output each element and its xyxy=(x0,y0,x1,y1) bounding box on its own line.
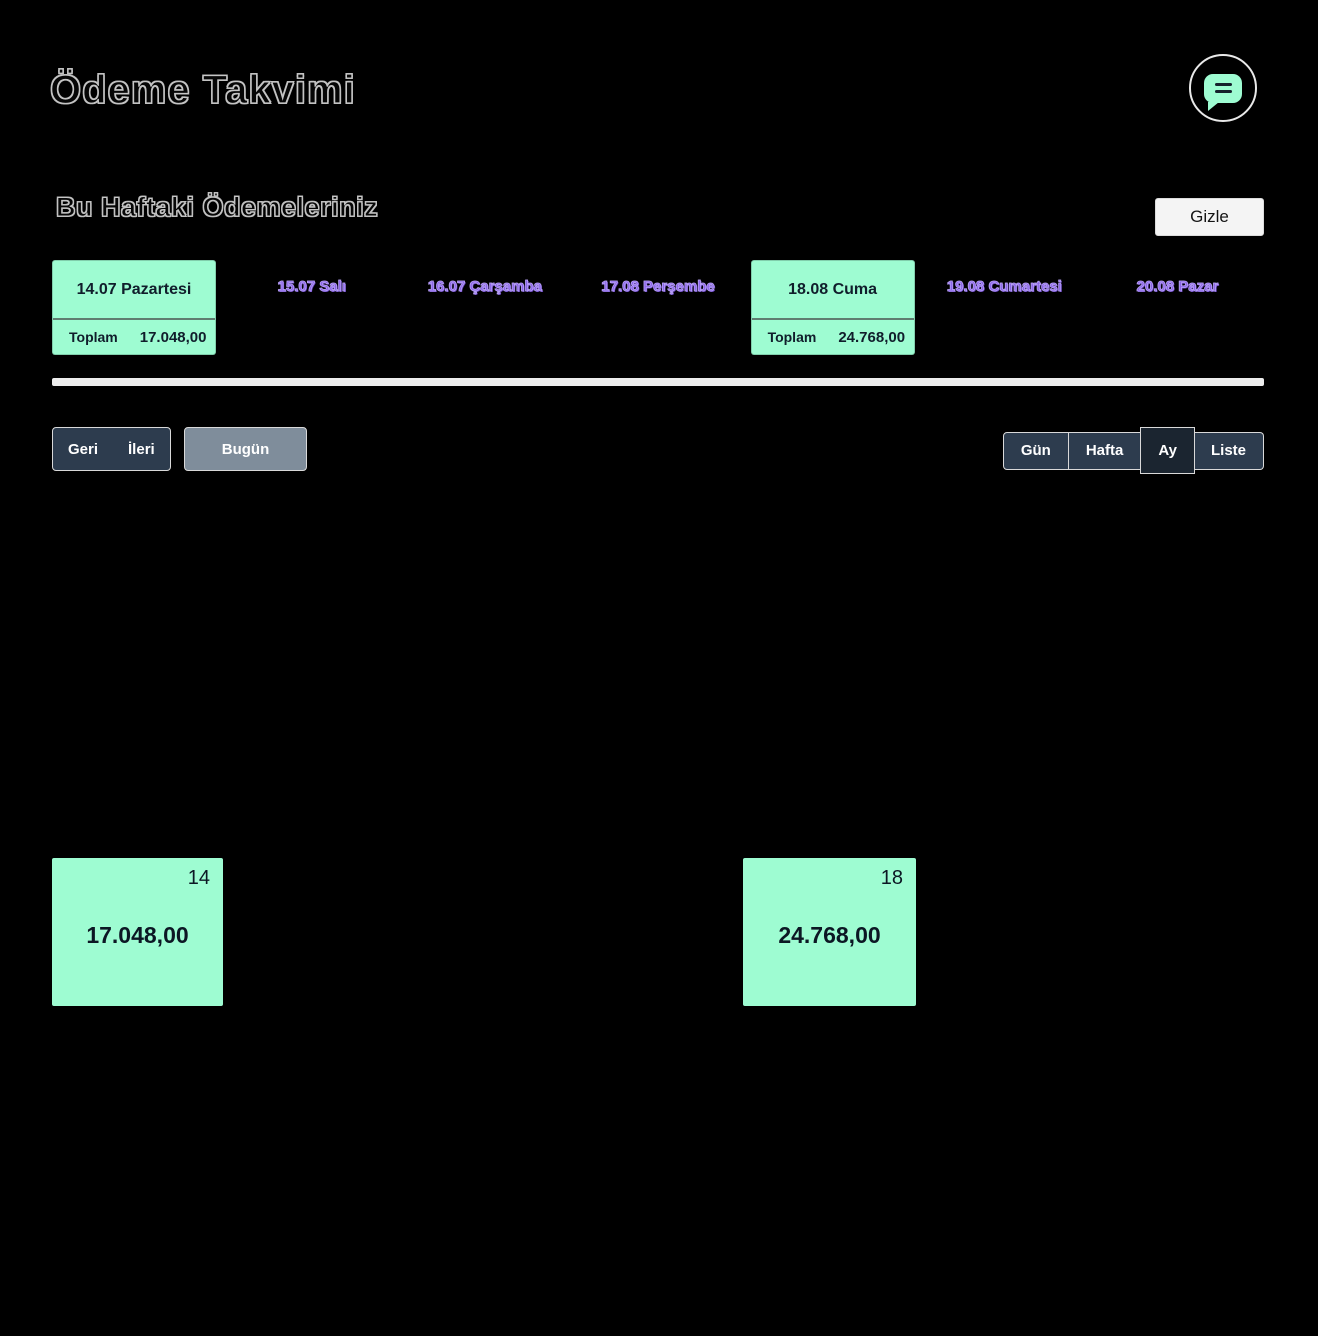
event-amount: 17.048,00 xyxy=(86,922,189,948)
weekday-label: 18.08 Cuma xyxy=(751,261,914,320)
prev-button[interactable]: Geri xyxy=(53,428,113,470)
today-button[interactable]: Bugün xyxy=(184,427,307,471)
total-label: Toplam xyxy=(69,329,118,345)
weekday-card-monday[interactable]: 14.07 Pazartesi Toplam 17.048,00 xyxy=(52,260,216,355)
weekday-label: 14.07 Pazartesi xyxy=(53,261,215,320)
calendar-event-day-18[interactable]: 18 24.768,00 xyxy=(743,858,916,1006)
calendar-grid: 14 17.048,00 18 24.768,00 xyxy=(52,480,1264,1336)
view-month-button[interactable]: Ay xyxy=(1140,427,1195,474)
view-list-button[interactable]: Liste xyxy=(1193,431,1264,470)
week-strip: 14.07 Pazartesi Toplam 17.048,00 15.07 S… xyxy=(52,260,1264,356)
view-week-button[interactable]: Hafta xyxy=(1068,431,1142,470)
total-amount: 24.768,00 xyxy=(838,328,906,346)
calendar-toolbar: Geri İleri Bugün Gün Hafta Ay Liste xyxy=(0,427,1318,474)
event-day-number: 18 xyxy=(880,867,903,889)
weekday-label-tuesday: 15.07 Salı xyxy=(277,278,346,296)
weekday-label-saturday: 19.08 Cumartesi xyxy=(946,278,1062,296)
section-divider xyxy=(52,378,1264,386)
weekday-total-row: Toplam 17.048,00 xyxy=(53,320,215,354)
hide-button[interactable]: Gizle xyxy=(1155,198,1264,236)
week-panel-title: Bu Haftaki Ödemeleriniz xyxy=(55,192,379,223)
weekday-card-friday[interactable]: 18.08 Cuma Toplam 24.768,00 xyxy=(750,260,915,355)
view-button-group: Gün Hafta Ay Liste xyxy=(1002,427,1264,474)
event-day-number: 14 xyxy=(187,867,210,889)
event-amount: 24.768,00 xyxy=(778,922,881,948)
page-title: Ödeme Takvimi xyxy=(49,67,356,112)
chat-icon-line xyxy=(1214,90,1232,93)
weekday-label-sunday: 20.08 Pazar xyxy=(1136,278,1219,296)
chat-icon-line xyxy=(1214,83,1232,86)
next-button[interactable]: İleri xyxy=(113,428,170,470)
weekday-total-row: Toplam 24.768,00 xyxy=(752,320,914,354)
weekday-label-thursday: 17.08 Perşembe xyxy=(601,278,715,296)
weekday-label-wednesday: 16.07 Çarşamba xyxy=(427,278,542,296)
total-amount: 17.048,00 xyxy=(139,328,207,346)
calendar-event-day-14[interactable]: 14 17.048,00 xyxy=(52,858,223,1006)
total-label: Toplam xyxy=(767,329,817,345)
chat-button[interactable] xyxy=(1189,54,1257,122)
view-day-button[interactable]: Gün xyxy=(1002,431,1069,470)
chat-icon xyxy=(1204,73,1242,111)
nav-button-group: Geri İleri xyxy=(52,427,171,471)
